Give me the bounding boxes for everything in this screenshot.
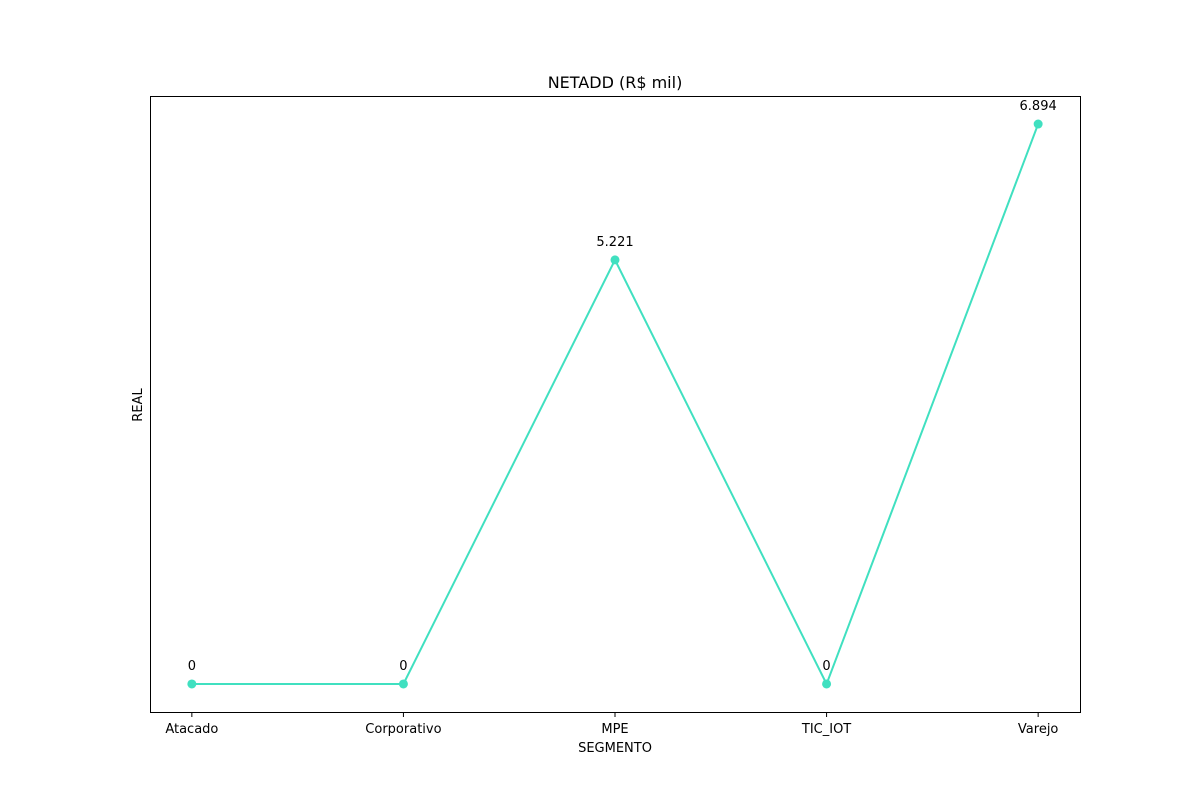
x-axis-label: SEGMENTO	[578, 741, 652, 756]
x-tick-label: Corporativo	[365, 722, 441, 737]
series-line	[191, 123, 1040, 687]
data-points	[187, 119, 1043, 689]
y-axis-label: REAL	[131, 388, 146, 422]
data-point	[1033, 119, 1043, 129]
data-point	[822, 679, 832, 689]
x-axis: Atacado Corporativo MPE TIC_IOT Varejo	[165, 712, 1058, 737]
data-label: 6.894	[1020, 99, 1057, 114]
data-labels: 0 0 5.221 0 6.894	[188, 99, 1057, 674]
data-label: 5.221	[596, 235, 633, 250]
x-tick-label: Varejo	[1018, 722, 1059, 737]
chart-title: NETADD (R$ mil)	[548, 73, 683, 92]
data-label: 0	[822, 659, 830, 674]
data-point	[187, 679, 197, 689]
data-point	[610, 255, 620, 265]
data-point	[398, 679, 408, 689]
x-tick-label: Atacado	[165, 722, 218, 737]
x-tick-label: TIC_IOT	[801, 722, 851, 737]
data-label: 0	[188, 659, 196, 674]
data-label: 0	[399, 659, 407, 674]
plot-area-frame	[150, 96, 1081, 713]
x-tick-label: MPE	[601, 722, 628, 737]
